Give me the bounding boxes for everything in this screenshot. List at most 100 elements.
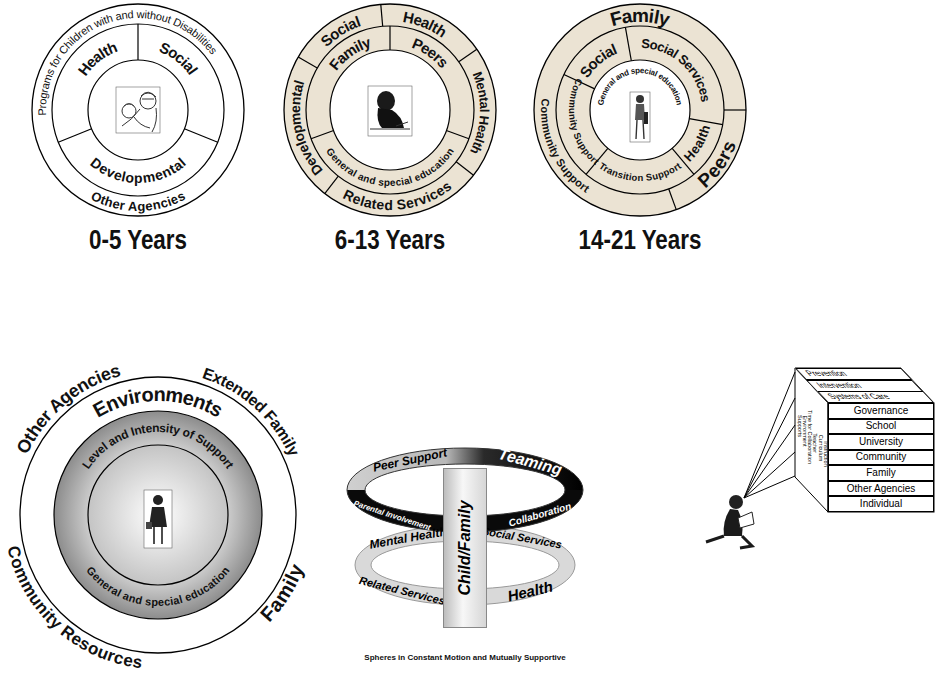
cube-side-label: Time for Collaboration	[806, 410, 812, 464]
ring-diagram	[52, 24, 224, 196]
view-rays	[744, 372, 795, 498]
ring-label: Social	[317, 12, 363, 49]
segment-divider	[564, 75, 595, 89]
ring-label: Programs for Children with and without D…	[36, 8, 220, 116]
segment-divider	[586, 148, 608, 174]
ring-label: Health	[680, 123, 712, 164]
segment-divider	[669, 189, 677, 210]
ring-label: Community Support	[567, 77, 602, 167]
sphere-label: Parental Involvement	[352, 500, 431, 532]
parent-child-sketch	[140, 93, 156, 109]
cube-top-row: Intervention	[806, 380, 923, 392]
child-writing-sketch	[368, 86, 412, 136]
cube-top-row: Prevention	[795, 368, 912, 380]
segment-divider	[137, 24, 138, 60]
cube-side-label: Supports	[796, 415, 802, 437]
segment-divider	[311, 131, 334, 139]
teen-sketch	[636, 95, 644, 103]
ring-label: Family	[325, 32, 373, 72]
ring-diagram	[284, 4, 496, 216]
ring-label: Peers	[693, 138, 739, 192]
reading-child-sketch	[738, 512, 754, 528]
age-caption: 0-5 Years	[89, 226, 187, 254]
ring-label: Other Agencies	[89, 188, 187, 214]
sphere-label: Teaming	[496, 446, 563, 478]
outer-label: Extended Family	[201, 364, 303, 458]
segment-divider	[325, 176, 339, 193]
environment-rings	[54, 411, 262, 619]
node-text: Family	[866, 468, 895, 478]
cube-front-row: Community	[828, 450, 934, 466]
node-text: Prevention	[804, 370, 850, 378]
segment-divider	[381, 4, 383, 26]
ring-label: Programs for Children with and without D…	[36, 8, 220, 116]
cube-side-label: Instruction	[822, 441, 828, 466]
cube-side-label: Curriculum	[817, 435, 823, 462]
ring-label: Community Support	[539, 98, 592, 195]
environment-rings	[88, 445, 228, 585]
cube	[795, 368, 934, 512]
segment-divider	[184, 129, 217, 142]
environment-rings	[20, 377, 296, 653]
node-text: Governance	[854, 406, 908, 416]
ring-label: Developmental	[87, 154, 188, 186]
parent-child-sketch	[116, 87, 160, 133]
segment-divider	[625, 27, 631, 60]
environment-rings	[20, 377, 296, 653]
child-writing-sketch	[396, 122, 408, 126]
segment-divider	[689, 119, 722, 125]
child-writing-sketch	[370, 128, 410, 129]
ring-label: Peers	[410, 34, 453, 71]
girl-sketch	[154, 527, 162, 544]
reading-child-sketch	[729, 495, 743, 509]
ring-label: Mental Health	[468, 69, 493, 157]
teen-sketch	[644, 112, 648, 124]
ring-label: Transition Support	[597, 159, 683, 182]
ring-label: Family	[608, 4, 673, 29]
ring-label: Health	[74, 38, 120, 79]
teen-sketch	[636, 120, 644, 139]
ring-label: Mental Health	[468, 69, 493, 157]
ring-label: Community Support	[567, 77, 602, 167]
child-writing-sketch	[377, 91, 395, 111]
segment-divider	[446, 131, 469, 139]
sphere-label: Peer Support	[372, 446, 448, 473]
parent-child-sketch	[122, 108, 157, 132]
segment-divider	[298, 57, 317, 68]
ring-label: General and special education	[596, 65, 684, 106]
ring-label: General and special education	[325, 145, 456, 187]
cube-front-row: Individual	[828, 496, 934, 512]
ring-diagram	[88, 60, 188, 160]
view-rays	[744, 372, 795, 498]
segment-divider	[456, 162, 473, 176]
ring-diagram	[590, 60, 690, 160]
ring-label: Social	[576, 40, 620, 81]
ring-diagram	[534, 4, 746, 216]
sphere-label: Related Services	[358, 575, 446, 607]
outer-label: Extended Family	[201, 364, 303, 458]
ring-label: Community Support	[539, 98, 592, 195]
cube-front-row: University	[828, 434, 934, 450]
reading-child-sketch	[706, 536, 752, 548]
ring-label: General and special education	[596, 65, 684, 106]
outer-label: Other Agencies	[13, 360, 123, 457]
girl-sketch	[153, 495, 163, 505]
node-text: Other Agencies	[847, 484, 915, 494]
parent-child-sketch	[124, 104, 134, 107]
outer-label: Community Resources	[4, 544, 144, 672]
ring-label: Environments	[89, 383, 227, 422]
ring-diagram	[284, 4, 496, 216]
ring-diagram	[306, 26, 474, 194]
ring-label: Family	[325, 32, 373, 72]
cube-top-row: Systems of Care	[817, 391, 934, 403]
ring-diagram	[556, 26, 724, 194]
age-caption: 14-21 Years	[579, 226, 702, 254]
age-caption: 6-13 Years	[335, 226, 445, 254]
parent-child-sketch	[116, 87, 160, 133]
sphere-label: Collaboration	[508, 501, 573, 528]
outer-label: Family	[256, 560, 308, 626]
outer-label: Community Resources	[4, 544, 144, 672]
girl-sketch	[144, 490, 172, 548]
ring-label: Level and Intensity of Support	[79, 421, 236, 472]
ring-label: General and special education	[84, 564, 232, 608]
